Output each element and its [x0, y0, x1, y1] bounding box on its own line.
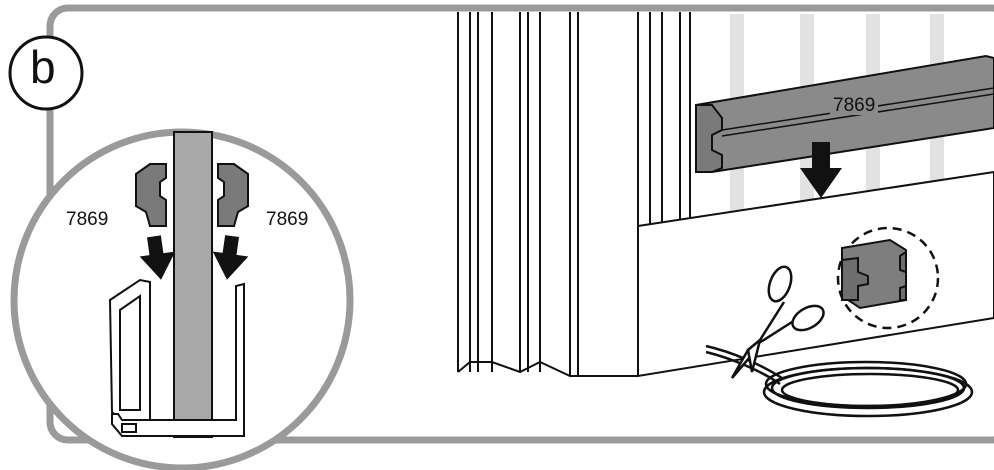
- step-letter: b: [30, 44, 56, 90]
- glass-pane: [174, 132, 212, 437]
- part-label-main: 7869: [830, 96, 878, 115]
- profile-cross-section: [842, 240, 906, 308]
- part-label-left: 7869: [66, 210, 108, 229]
- wall-scene: [458, 12, 994, 416]
- base-sill: [638, 172, 994, 376]
- part-label-right: 7869: [266, 210, 308, 229]
